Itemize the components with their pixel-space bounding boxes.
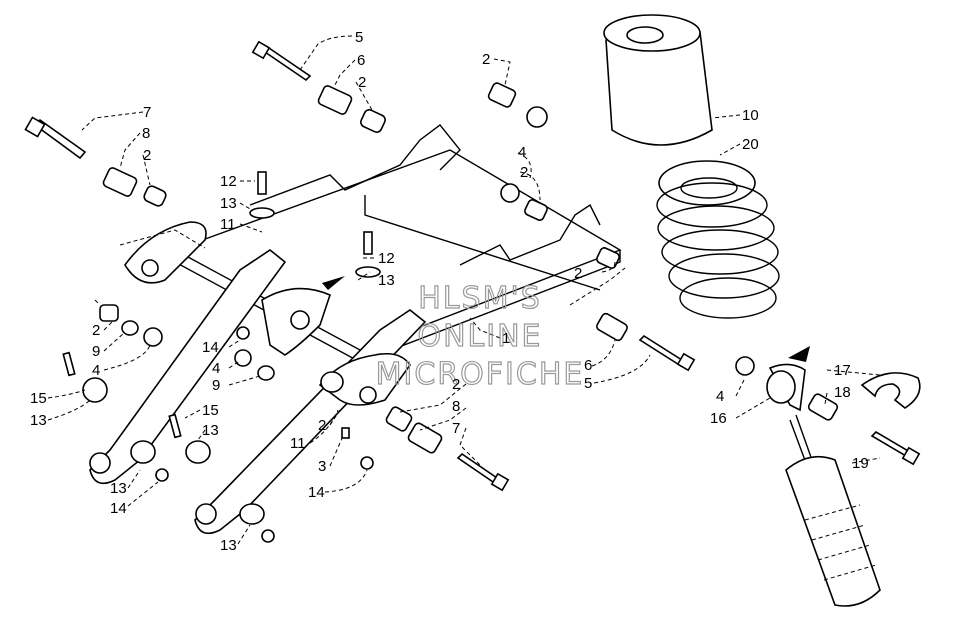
callout-label: 6 [357,52,365,69]
callout-label: 12 [220,173,237,190]
callout-label: 5 [355,29,363,46]
callout-label: 4 [92,362,100,379]
leader-lines [47,35,881,545]
callout-label: 6 [584,357,592,374]
callout-label: 19 [852,455,869,472]
callout-label: 9 [92,343,100,360]
watermark-line-2: ONLINE [417,319,542,354]
rear-arm-assembly [89,124,810,535]
callout-label: 2 [92,322,100,339]
callout-label: 15 [30,390,47,407]
callout-label: 9 [212,377,220,394]
callout-label: 14 [110,500,127,517]
callout-label: 3 [318,458,326,475]
callout-label: 13 [202,422,219,439]
callout-label: 14 [202,339,219,356]
callout-label: 10 [742,107,759,124]
callout-label: 7 [452,420,460,437]
callout-label: 11 [220,216,236,233]
callout-label: 2 [574,265,582,282]
callout-label: 2 [482,51,490,68]
callout-label: 4 [212,360,220,377]
callout-label: 17 [834,362,851,379]
watermark: HLSM'S ONLINE MICROFICHE [375,280,585,392]
callout-label: 16 [710,410,727,427]
callout-label: 11 [290,435,306,452]
callout-label: 13 [378,272,395,289]
callout-label: 5 [584,375,592,392]
callout-label: 14 [308,484,325,501]
callout-label: 8 [142,125,150,142]
callout-label: 15 [202,402,219,419]
watermark-line-1: HLSM'S [418,281,542,316]
callout-label: 2 [358,74,366,91]
callout-label: 2 [520,164,528,181]
callout-label: 12 [378,250,395,267]
callout-label: 20 [742,136,759,153]
callout-label: 13 [30,412,47,429]
callout-label: 18 [834,384,851,401]
callout-label: 2 [143,147,151,164]
callout-label: 4 [716,388,724,405]
callout-label: 7 [143,104,151,121]
callout-label: 1 [502,330,510,347]
callout-label: 4 [518,144,526,161]
shock-absorber [603,14,921,607]
callout-label: 2 [452,376,460,393]
callout-labels: 5 6 2 7 8 2 2 4 2 10 20 12 13 11 12 13 2… [30,29,869,554]
callout-label: 13 [220,537,237,554]
callout-label: 13 [220,195,237,212]
watermark-line-3: MICROFICHE [376,357,585,392]
callout-label: 2 [318,417,326,434]
callout-label: 13 [110,480,127,497]
callout-label: 8 [452,398,460,415]
